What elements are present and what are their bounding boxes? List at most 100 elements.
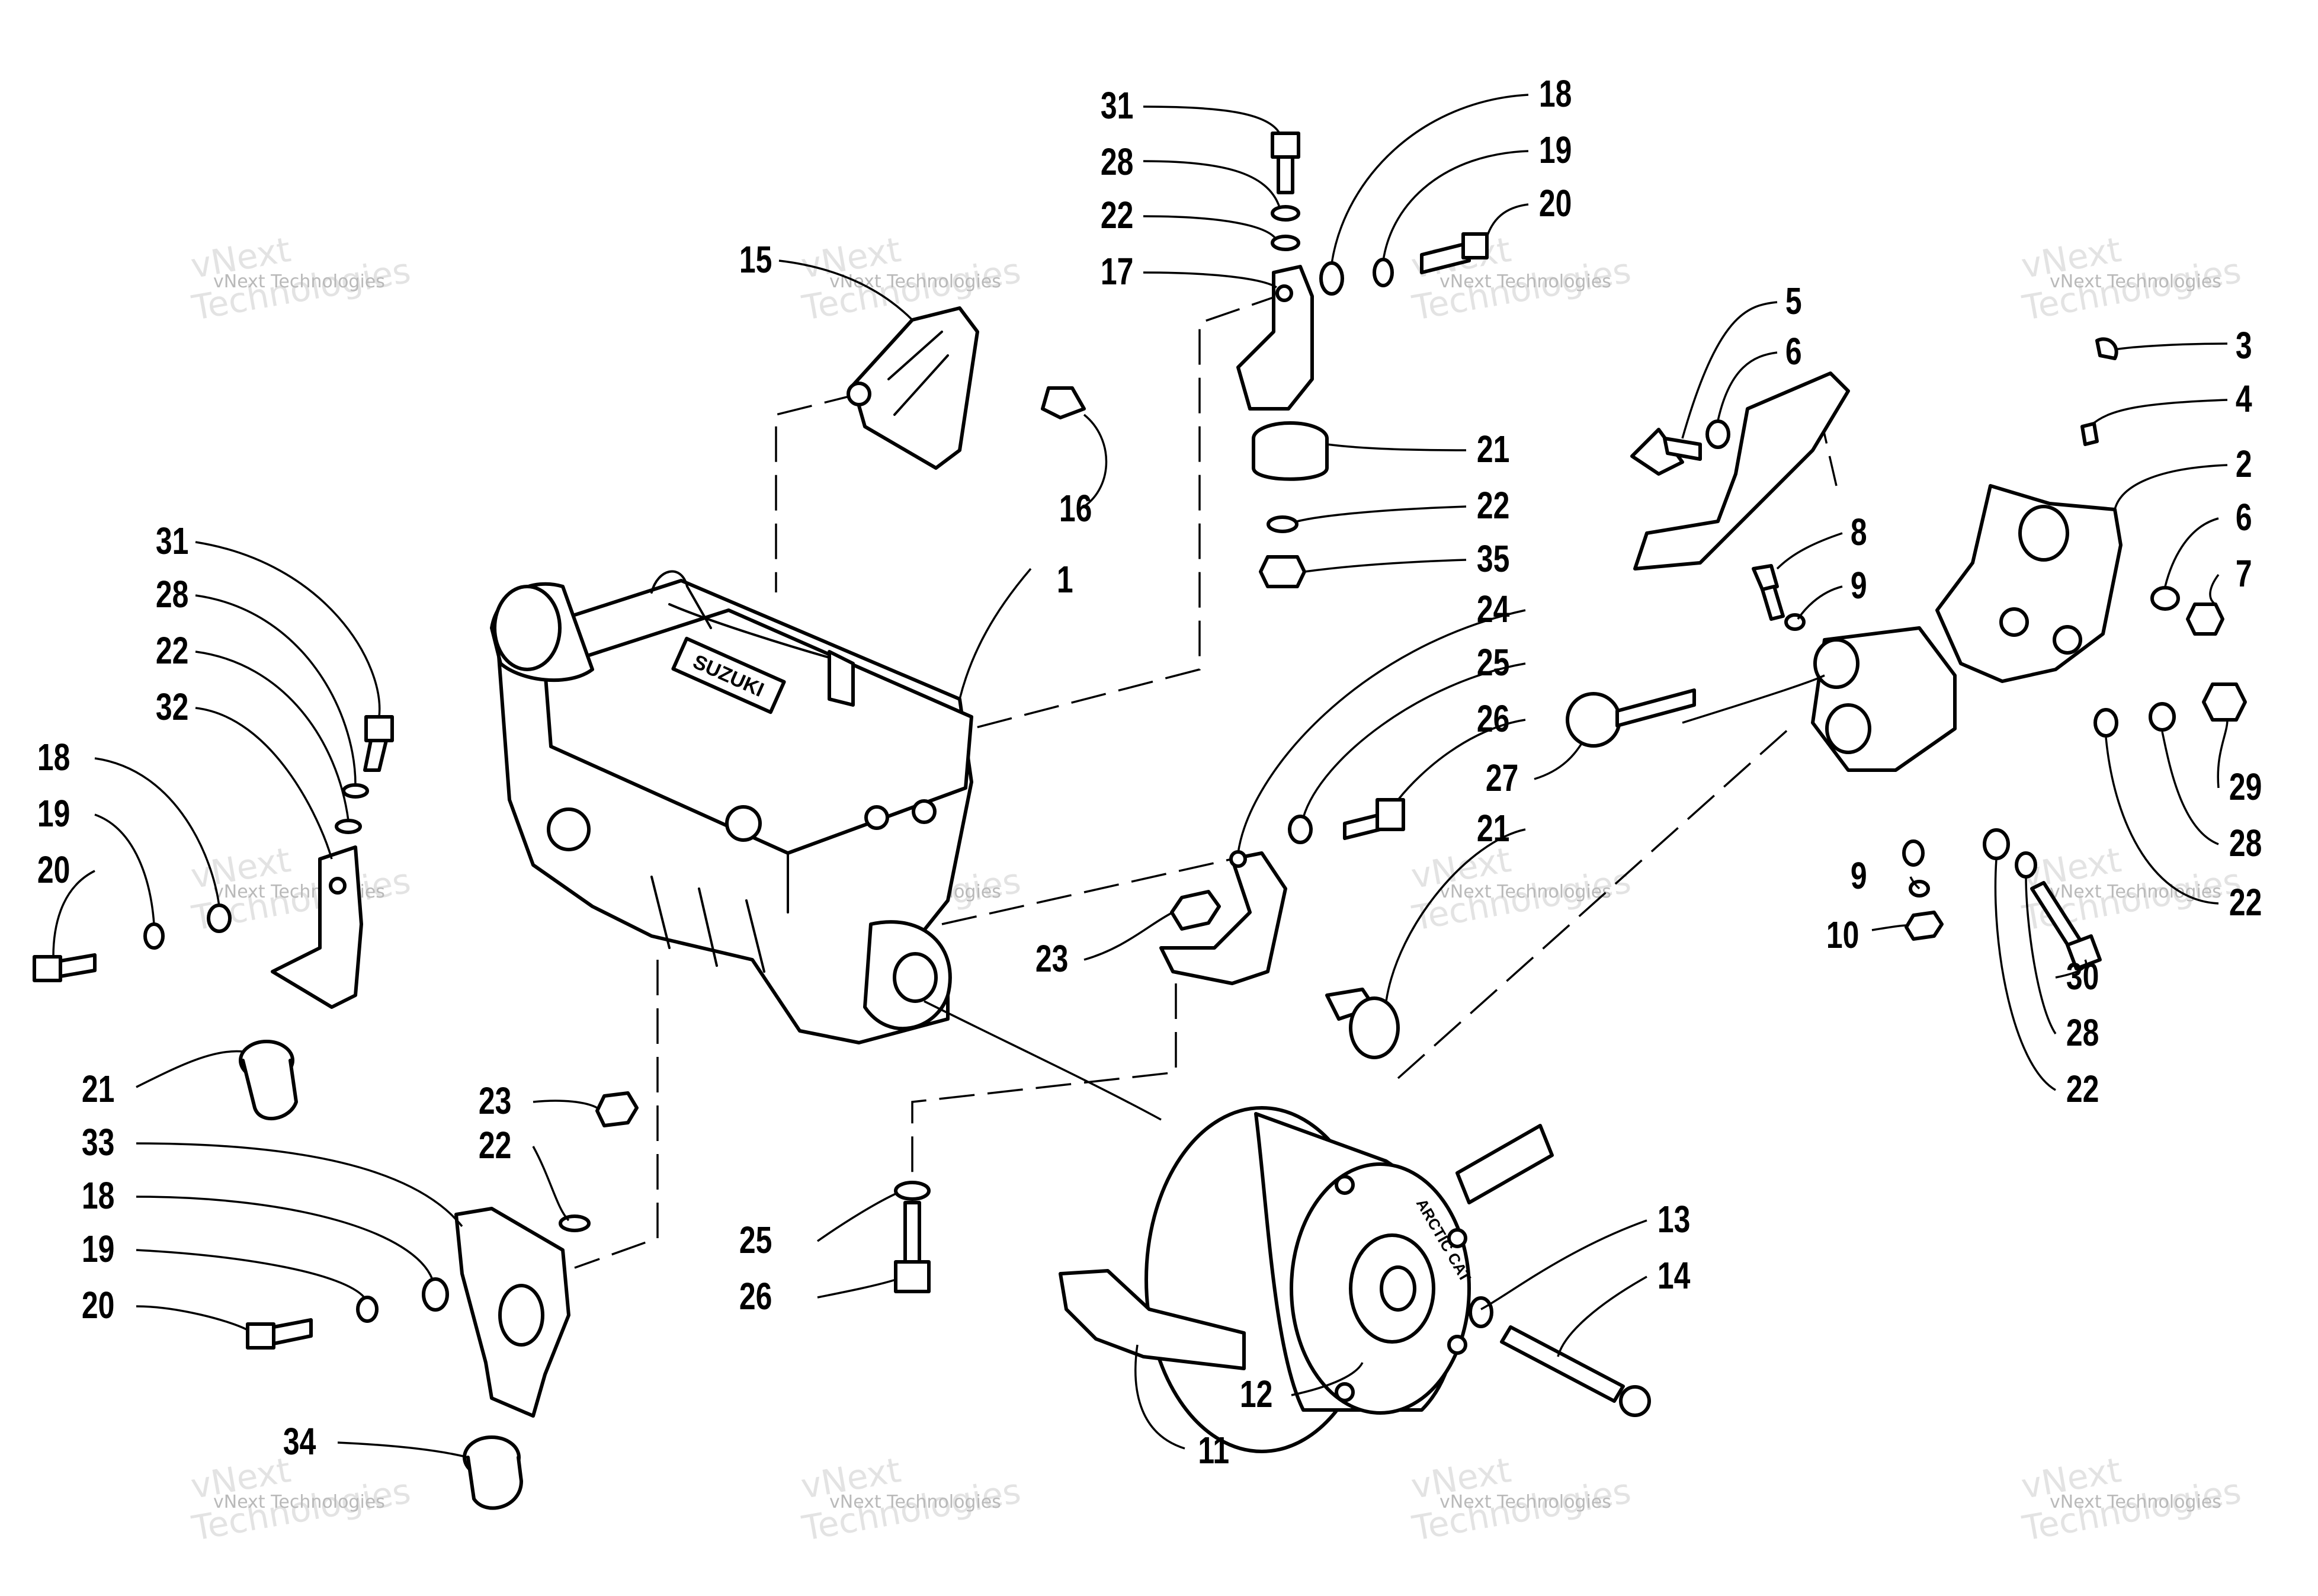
rubber-mount-21-right: [1349, 996, 1400, 1059]
callout-27: 27: [1486, 757, 1519, 799]
leader-11: [1134, 1344, 1185, 1450]
watermark-line2: vNext Technologies: [213, 1492, 385, 1512]
clutch-bolt-4: [1335, 1382, 1355, 1402]
washer-19-left: [143, 922, 165, 950]
callout-3: 3: [2236, 325, 2252, 367]
washer-22-left: [335, 819, 362, 834]
nut-29: [2202, 682, 2247, 722]
watermark: vNext Technologies: [2018, 839, 2244, 938]
watermark: vNext Technologies: [1408, 839, 1634, 938]
washer-22-top: [1271, 235, 1300, 251]
washer-19-upper: [1373, 258, 1394, 287]
bracket-24: [1159, 851, 1287, 985]
leader-25-lower: [816, 1193, 896, 1242]
callout-13: 13: [1657, 1198, 1691, 1241]
callout-12: 12: [1240, 1373, 1273, 1415]
mount-stud-left: [547, 807, 591, 851]
nut-7: [2186, 602, 2224, 636]
callout-22-right-mid: 22: [2066, 1068, 2099, 1110]
leader-14: [1557, 1275, 1647, 1357]
intake-opening: [493, 585, 562, 671]
bolt-30-head: [2066, 934, 2102, 970]
leader-5: [1681, 301, 1778, 439]
callout-19-lower: 19: [82, 1228, 115, 1270]
callout-20-upper: 20: [1539, 182, 1572, 225]
callout-28-right-lower: 28: [2066, 1012, 2099, 1054]
washer-25-lower: [894, 1181, 931, 1201]
leader-17: [1143, 271, 1277, 289]
leader-33: [136, 1142, 463, 1228]
leader-13: [1480, 1219, 1647, 1310]
callout-17: 17: [1101, 251, 1134, 293]
leader-23-upper: [1083, 911, 1174, 961]
watermark: vNext Technologies: [2018, 229, 2244, 328]
mount-plate-2-bolt-a: [1999, 607, 2029, 637]
leader-7: [2209, 573, 2220, 605]
leader-34: [337, 1441, 469, 1459]
callout-23-upper: 23: [1035, 938, 1069, 980]
leader-27-shaft: [1682, 674, 1825, 724]
leader-28-right-lower: [2025, 876, 2057, 1034]
leader-1: [958, 568, 1032, 700]
bolt-26-lower-head: [894, 1260, 931, 1293]
bolt-31-left-shank: [363, 739, 388, 772]
watermark-line2: vNext Technologies: [2050, 271, 2221, 292]
leader-21-left: [136, 1050, 243, 1088]
clutch-bolt-1: [1335, 1175, 1355, 1195]
bracket-17: [1236, 265, 1314, 411]
callout-30: 30: [2066, 956, 2099, 998]
nut-10: [1905, 911, 1944, 941]
crankshaft-end: [893, 952, 938, 1003]
callout-1: 1: [1057, 559, 1073, 601]
washer-6-right: [2150, 586, 2180, 611]
mount-boss-upper: [1813, 638, 1859, 689]
drive-belt-11-upper: [1455, 1124, 1554, 1204]
washer-22-right-lower: [1902, 839, 1925, 867]
washer-22-lower: [559, 1214, 591, 1232]
clip-16: [1041, 386, 1086, 419]
dash-line-24-to-25: [911, 983, 1177, 1185]
callout-29: 29: [2229, 766, 2262, 808]
exhaust-bracket-outline: [1633, 371, 1850, 571]
rubber-mount-21-upper-body: [1252, 437, 1329, 481]
washer-18-left: [207, 903, 232, 933]
leader-28-left: [195, 594, 357, 786]
washer-18-upper: [1319, 261, 1344, 296]
washer-28-right-lower: [2015, 851, 2037, 879]
leader-23-lower: [533, 1100, 598, 1109]
callout-32: 32: [156, 686, 189, 728]
callout-28-right-upper: 28: [2229, 822, 2262, 864]
watermark-line2: vNext Technologies: [829, 1492, 1001, 1512]
leader-22-top: [1143, 215, 1278, 241]
bolt-26-upper-shank: [1343, 813, 1382, 840]
washer-28-right-upper: [2149, 702, 2176, 732]
leader-9-lower: [1909, 876, 1921, 890]
callout-19-left: 19: [37, 793, 70, 835]
watermark: vNext Technologies: [2018, 1450, 2244, 1549]
clutch-bore: [1380, 1265, 1416, 1312]
washer-28-top: [1271, 205, 1300, 222]
callout-20-left: 20: [37, 849, 70, 891]
leader-18-left: [94, 757, 220, 907]
leader-26-upper: [1397, 719, 1526, 801]
bolt-31-top-head: [1271, 132, 1300, 159]
callout-26-lower: 26: [739, 1275, 772, 1318]
leader-4: [2090, 399, 2228, 427]
bracket-17-hole: [1275, 284, 1293, 302]
callout-24: 24: [1477, 588, 1510, 630]
callout-5: 5: [1785, 280, 1802, 322]
callout-9-upper: 9: [1851, 565, 1867, 607]
callout-21-right: 21: [1477, 807, 1510, 850]
leader-crank-to-clutch: [924, 1000, 1162, 1121]
callout-22-left: 22: [156, 630, 189, 672]
callout-10: 10: [1826, 914, 1859, 956]
watermark: vNext Technologies: [798, 1450, 1024, 1549]
plate-15-stud: [847, 382, 871, 406]
bolt-31-top-shank: [1277, 155, 1294, 194]
washer-9-upper: [1784, 613, 1806, 631]
leader-6-upper: [1717, 351, 1778, 421]
washer-19-lower: [356, 1296, 379, 1323]
leader-19-upper: [1382, 150, 1529, 261]
mount-plate-15: [851, 306, 979, 470]
leader-19-lower: [136, 1249, 366, 1299]
